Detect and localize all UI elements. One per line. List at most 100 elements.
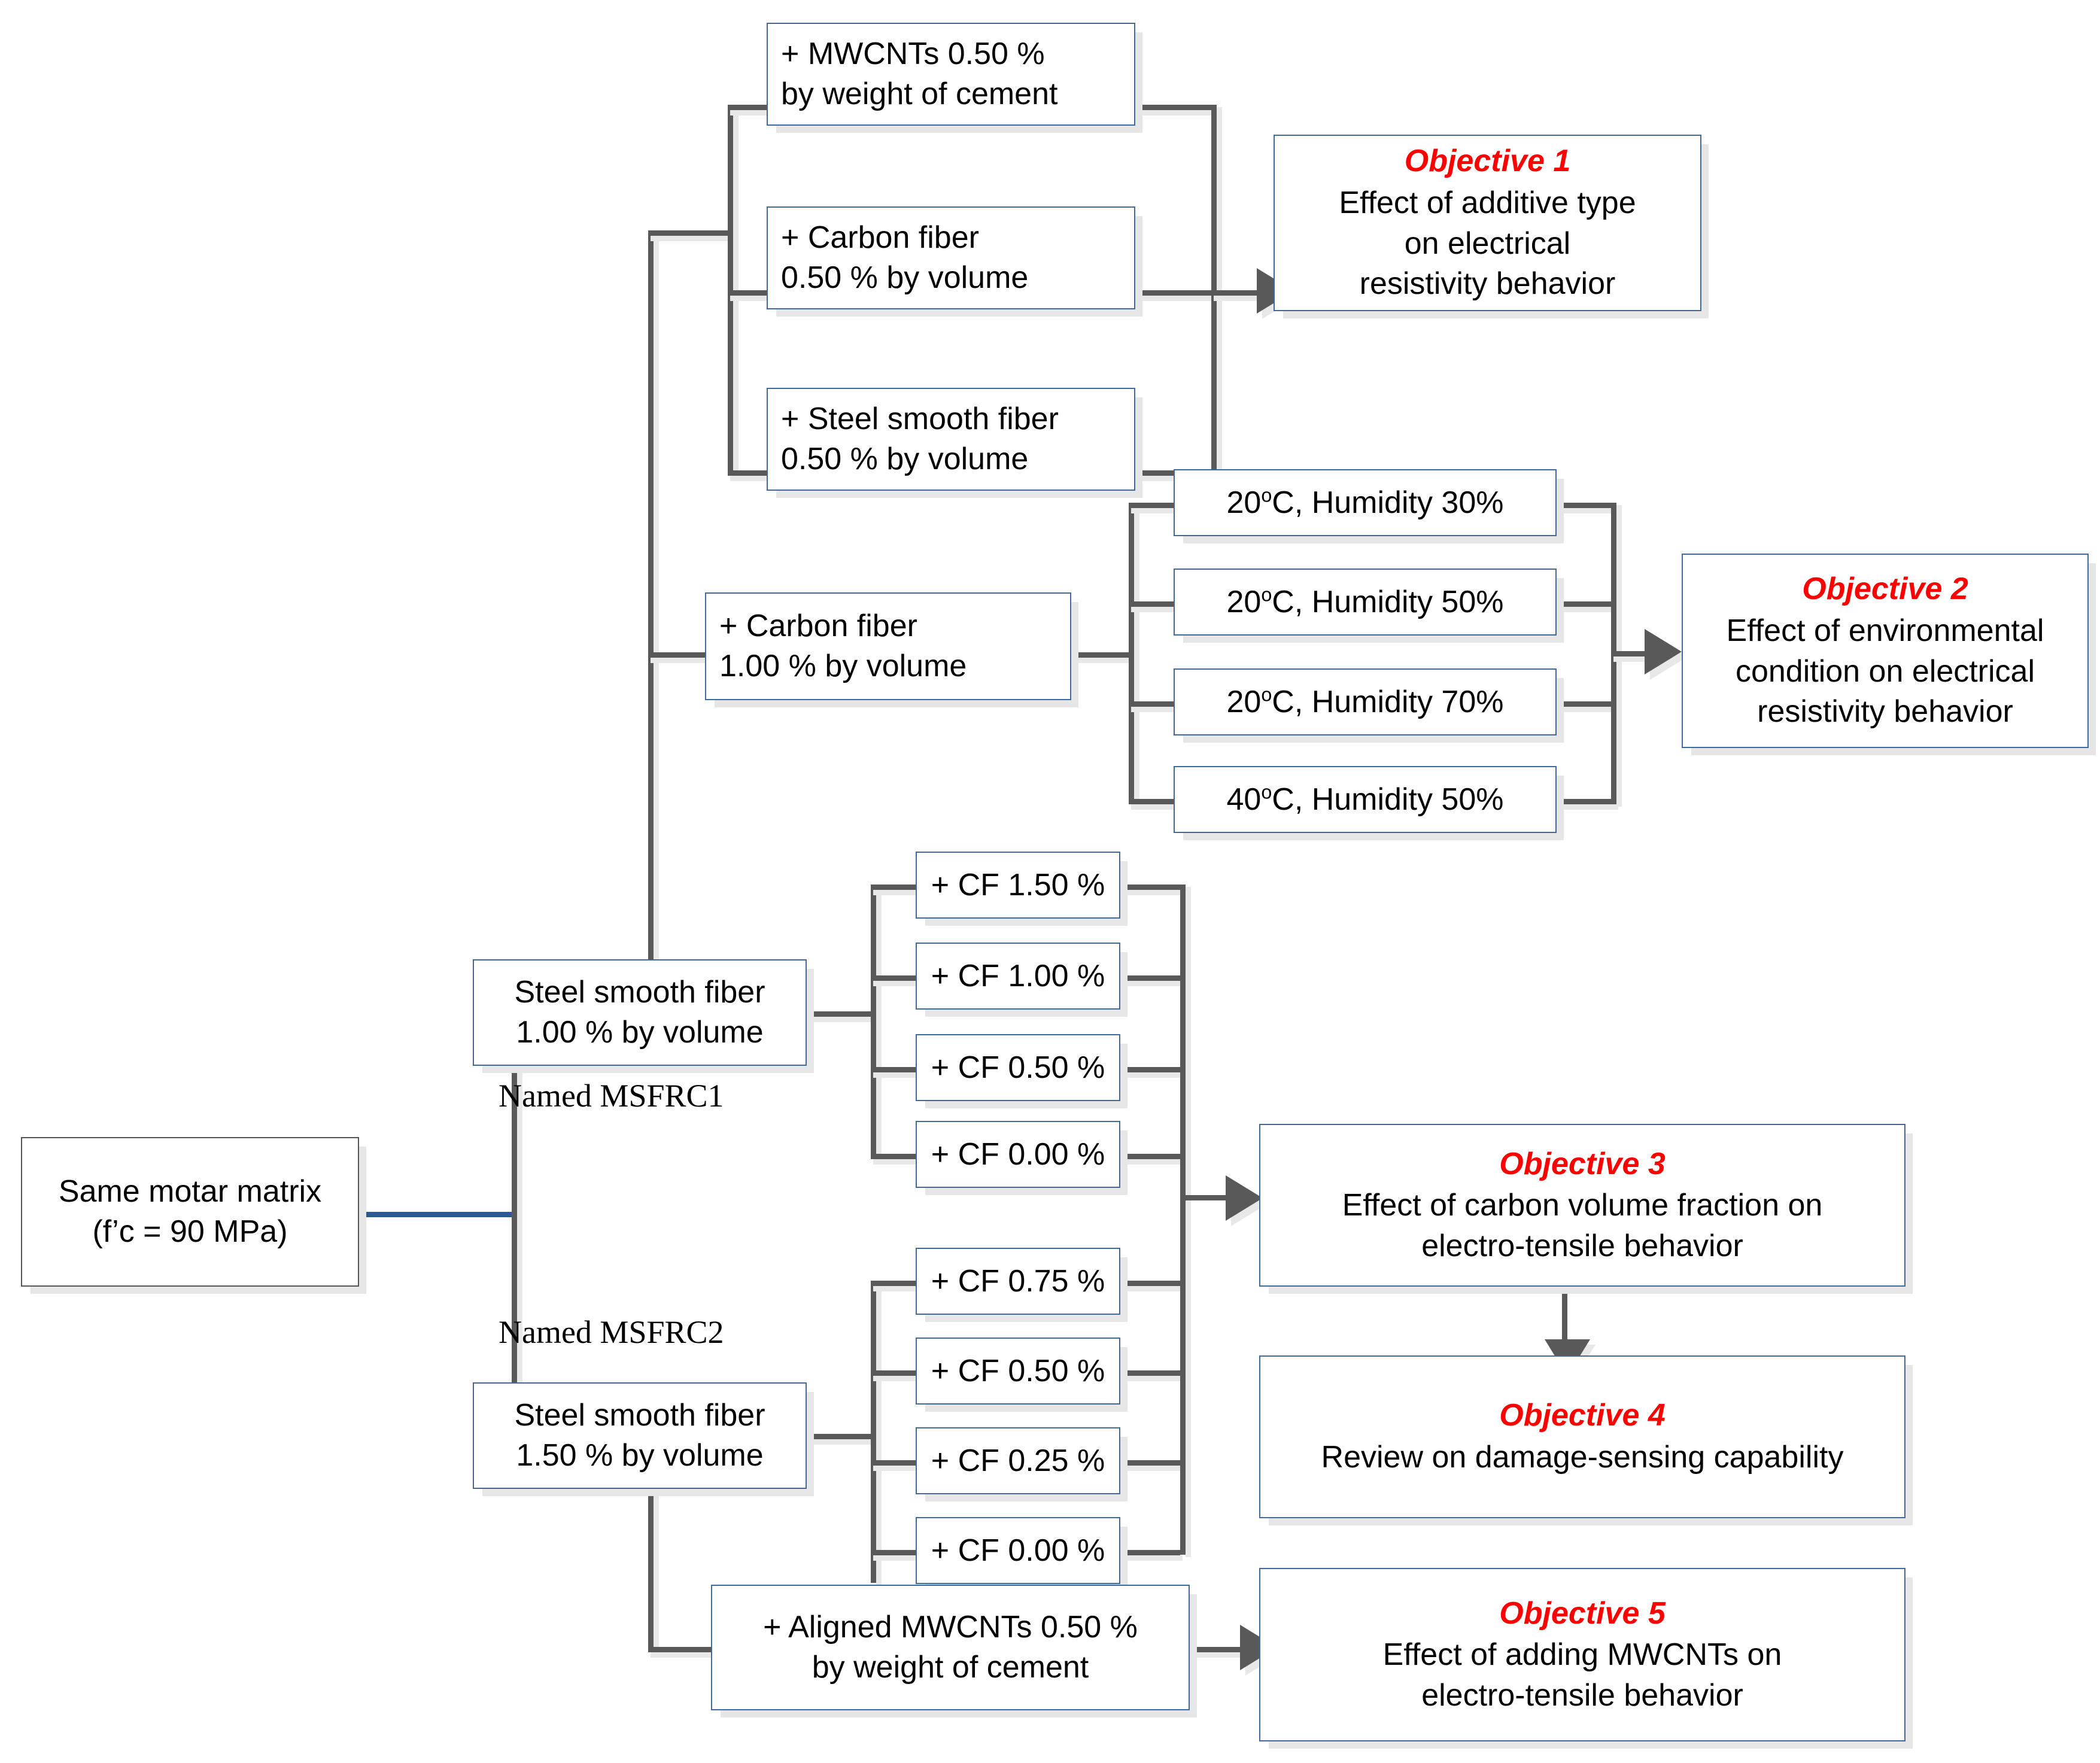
msfrc1-caption: Named MSFRC1 (499, 1078, 724, 1114)
objective-3-line-2: electro-tensile behavior (1421, 1228, 1743, 1263)
node-cf-0-00-a[interactable]: + CF 0.00 % (916, 1121, 1120, 1188)
connector-msfrc1-cf-spine (871, 884, 882, 1156)
connector-msfrc2-down (648, 1453, 659, 1654)
connector-cf-out-4 (1120, 1154, 1183, 1165)
objective-1-title: Objective 1 (1404, 144, 1571, 179)
objective-3-box[interactable]: Objective 3 Effect of carbon volume frac… (1259, 1124, 1906, 1287)
objective-1-line-1: Effect of additive type (1339, 185, 1636, 220)
connector-cf2-in-4 (871, 1550, 918, 1561)
node-additive-carbon-fiber[interactable]: + Carbon fiber 0.50 % by volume (767, 206, 1135, 309)
connector-groupA-in-3 (728, 470, 769, 481)
connector-cf-out-1 (1120, 884, 1183, 895)
connector-cf-out-2 (1120, 975, 1183, 986)
connector-msfrc1-out (807, 1011, 878, 1022)
msfrc2-caption: Named MSFRC2 (499, 1314, 724, 1350)
objective-1-line-3: resistivity behavior (1359, 266, 1616, 302)
node-condition-20c-30[interactable]: 20oC, Humidity 30% (1174, 469, 1557, 536)
cf-0-25-label: + CF 0.25 % (931, 1443, 1105, 1478)
aligned-mwcnts-line-2: by weight of cement (812, 1650, 1089, 1685)
connector-cond-out-2 (1556, 601, 1618, 612)
node-cf-1-00[interactable]: + CF 1.00 % (916, 943, 1120, 1010)
node-aligned-mwcnts[interactable]: + Aligned MWCNTs 0.50 % by weight of cem… (711, 1585, 1190, 1710)
condition-2-text: 20oC, Humidity 50% (1226, 583, 1504, 619)
connector-cf1-in-1 (871, 884, 918, 895)
connector-root-stub (359, 1212, 512, 1217)
connector-groupA-in-2 (728, 290, 769, 301)
connector-obj3-to-obj4 (1562, 1290, 1567, 1358)
additive-carbonfiber-line-1: + Carbon fiber (781, 220, 979, 256)
connector-cond-in-1 (1129, 503, 1176, 513)
connector-cf-out-5 (1120, 1281, 1183, 1291)
connector-groupA-in-1 (728, 105, 769, 115)
cf-0-75-label: + CF 0.75 % (931, 1263, 1105, 1299)
condition-3-text: 20oC, Humidity 70% (1226, 683, 1504, 719)
node-carbon-fiber-1pct[interactable]: + Carbon fiber 1.00 % by volume (705, 592, 1071, 700)
connector-cf-out-7 (1120, 1460, 1183, 1471)
connector-cf2-in-1 (871, 1281, 918, 1291)
objective-2-line-1: Effect of environmental (1726, 613, 2044, 648)
node-additive-steel-fiber[interactable]: + Steel smooth fiber 0.50 % by volume (767, 388, 1135, 491)
node-cf-0-50-b[interactable]: + CF 0.50 % (916, 1338, 1120, 1405)
objective-3-line-1: Effect of carbon volume fraction on (1342, 1188, 1823, 1223)
connector-msfrc2-out (807, 1434, 878, 1445)
node-msfrc2[interactable]: Steel smooth fiber 1.50 % by volume (473, 1382, 807, 1489)
connector-cf-to-obj3 (1180, 1195, 1246, 1200)
additive-carbonfiber-line-2: 0.50 % by volume (781, 260, 1029, 295)
objective-5-title: Objective 5 (1499, 1595, 1666, 1631)
node-cf-0-00-b[interactable]: + CF 0.00 % (916, 1517, 1120, 1584)
connector-cond-to-obj2 (1611, 651, 1658, 662)
connector-cf-out-8 (1120, 1550, 1183, 1561)
objective-5-line-2: electro-tensile behavior (1421, 1677, 1743, 1713)
objective-2-line-3: resistivity behavior (1757, 694, 2013, 729)
cf-0-50-a-label: + CF 0.50 % (931, 1050, 1105, 1085)
connector-trunk-to-groupA (648, 230, 734, 241)
objective-2-line-2: condition on electrical (1735, 653, 2035, 689)
msfrc2-line-2: 1.50 % by volume (516, 1438, 764, 1473)
node-msfrc1[interactable]: Steel smooth fiber 1.00 % by volume (473, 959, 807, 1066)
node-cf-0-25[interactable]: + CF 0.25 % (916, 1427, 1120, 1494)
cf-0-00-a-label: + CF 0.00 % (931, 1136, 1105, 1172)
connector-cf-merge (1180, 884, 1191, 1557)
additive-steelfiber-line-1: + Steel smooth fiber (781, 402, 1059, 437)
objective-4-box[interactable]: Objective 4 Review on damage-sensing cap… (1259, 1355, 1906, 1518)
objective-4-line-1: Review on damage-sensing capability (1321, 1440, 1844, 1475)
node-cf-0-75[interactable]: + CF 0.75 % (916, 1248, 1120, 1315)
additive-mwcnts-line-2: by weight of cement (781, 77, 1058, 111)
msfrc1-line-1: Steel smooth fiber (514, 975, 765, 1010)
cf-0-50-b-label: + CF 0.50 % (931, 1353, 1105, 1388)
connector-cf1-in-3 (871, 1067, 918, 1078)
connector-cond-in-3 (1129, 701, 1176, 712)
cf-0-00-b-label: + CF 0.00 % (931, 1533, 1105, 1568)
node-condition-20c-70[interactable]: 20oC, Humidity 70% (1174, 668, 1557, 735)
objective-5-box[interactable]: Objective 5 Effect of adding MWCNTs on e… (1259, 1568, 1906, 1741)
connector-cf-out-3 (1120, 1067, 1183, 1078)
objective-5-line-1: Effect of adding MWCNTs on (1382, 1637, 1782, 1673)
connector-cf-out (1071, 652, 1133, 663)
objective-4-title: Objective 4 (1499, 1398, 1666, 1433)
connector-groupA-out-2 (1135, 290, 1218, 301)
objective-1-line-2: on electrical (1404, 226, 1571, 261)
node-cf-0-50-a[interactable]: + CF 0.50 % (916, 1034, 1120, 1101)
objective-1-box[interactable]: Objective 1 Effect of additive type on e… (1274, 135, 1701, 311)
msfrc2-line-1: Steel smooth fiber (514, 1398, 765, 1433)
connector-cond-out-4 (1556, 799, 1618, 810)
connector-cond-out-1 (1556, 503, 1618, 513)
connector-cf1-in-4 (871, 1154, 918, 1165)
connector-cf2-in-3 (871, 1460, 918, 1471)
node-additive-mwcnts[interactable]: + MWCNTs 0.50 % by weight of cement (767, 23, 1135, 126)
condition-1-text: 20oC, Humidity 30% (1226, 484, 1504, 520)
connector-cf2-in-2 (871, 1370, 918, 1381)
node-condition-40c-50[interactable]: 40oC, Humidity 50% (1174, 766, 1557, 833)
objective-2-box[interactable]: Objective 2 Effect of environmental cond… (1682, 554, 2089, 748)
connector-groupA-out-1 (1135, 105, 1218, 115)
cf-1-50-label: + CF 1.50 % (931, 867, 1105, 902)
node-condition-20c-50[interactable]: 20oC, Humidity 50% (1174, 569, 1557, 636)
connector-msfrc2-cf-spine (871, 1281, 882, 1585)
node-root-matrix[interactable]: Same motar matrix (f’c = 90 MPa) (21, 1137, 359, 1287)
connector-cond-out-3 (1556, 701, 1618, 712)
node-cf-1-50[interactable]: + CF 1.50 % (916, 852, 1120, 919)
connector-groupA-to-obj1 (1211, 290, 1274, 301)
connector-aligned-to-obj5 (1192, 1647, 1260, 1658)
arrow-to-objective-2 (1645, 629, 1682, 674)
arrow-to-objective-3 (1226, 1175, 1263, 1221)
